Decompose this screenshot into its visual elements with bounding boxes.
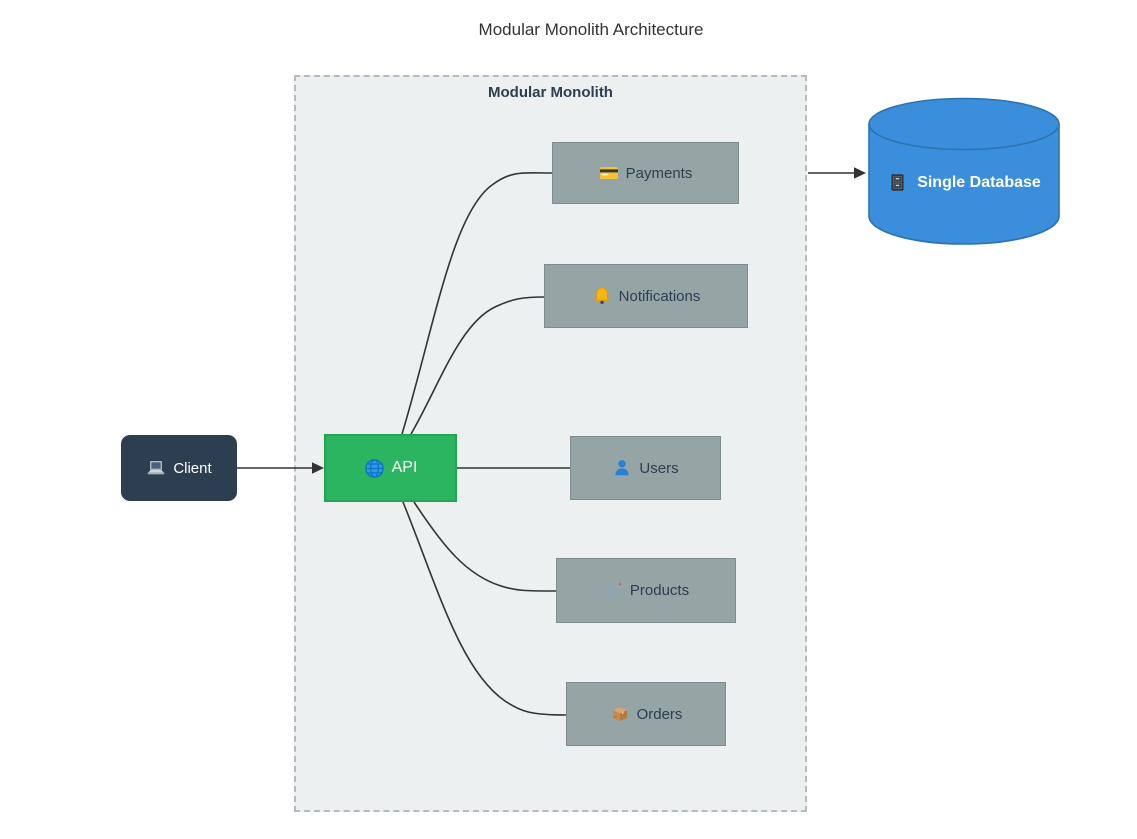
- globe-icon: [364, 458, 385, 479]
- node-client: Client: [121, 435, 237, 501]
- container-label: Modular Monolith: [488, 84, 613, 101]
- node-payments: Payments: [552, 142, 739, 204]
- diagram-title: Modular Monolith Architecture: [478, 20, 704, 39]
- shopping-cart-icon: [603, 581, 623, 601]
- node-users-label: Users: [639, 459, 679, 477]
- node-orders: Orders: [566, 682, 726, 746]
- credit-card-icon: [599, 163, 619, 183]
- edge-api-orders: [402, 501, 567, 716]
- node-orders-label: Orders: [636, 705, 683, 723]
- node-payments-label: Payments: [625, 164, 693, 182]
- user-icon: [612, 458, 632, 478]
- node-products-label: Products: [629, 582, 690, 599]
- edge-api-notifications: [410, 296, 545, 435]
- node-products: Products: [556, 558, 736, 623]
- node-client-label: Client: [173, 459, 212, 477]
- node-notifications: Notifications: [544, 264, 748, 328]
- edge-api-products: [413, 501, 557, 592]
- node-notifications-label: Notifications: [618, 287, 701, 305]
- package-icon: [610, 704, 630, 724]
- bell-icon: [592, 286, 612, 306]
- node-database: Single Database: [866, 96, 1062, 246]
- database-cylinder: [868, 97, 1060, 245]
- node-api: API: [324, 434, 457, 502]
- node-api-label: API: [391, 459, 418, 476]
- node-users: Users: [570, 436, 721, 500]
- laptop-icon: [146, 458, 166, 478]
- file-cabinet-icon: [887, 172, 908, 193]
- database-label-row: Single Database: [866, 172, 1062, 193]
- arrowhead-container-database: [854, 167, 866, 179]
- node-database-label: Single Database: [917, 173, 1041, 191]
- arrowhead-client-api: [312, 462, 324, 474]
- edge-api-payments: [401, 171, 553, 435]
